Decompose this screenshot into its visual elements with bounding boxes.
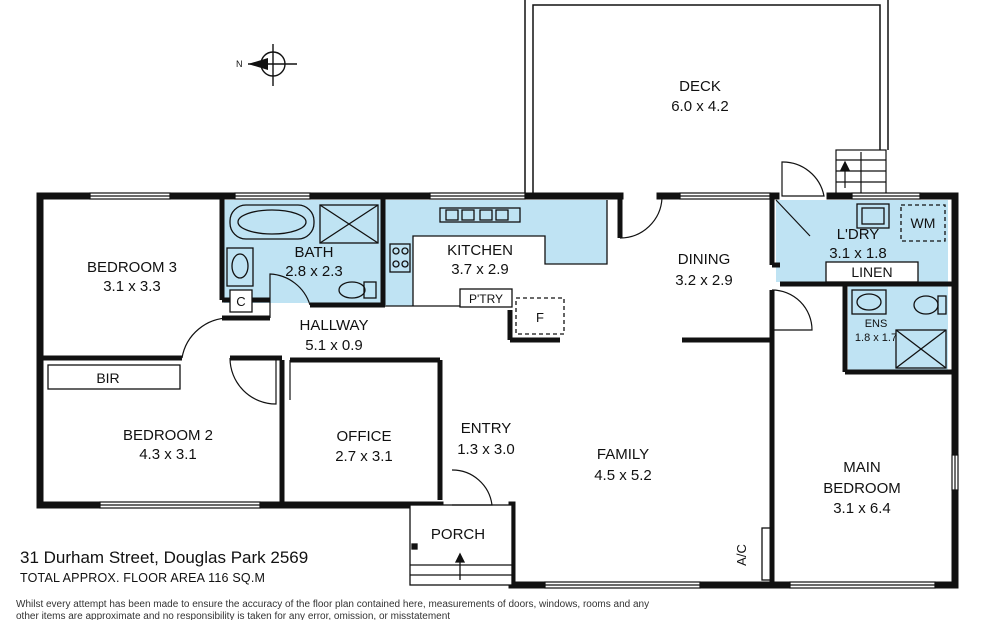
kitchen-bench-side-fill [385, 236, 413, 306]
fridge-label: F [536, 310, 544, 325]
hallway-size: 5.1 x 0.9 [305, 337, 363, 354]
bedroom2-name: BEDROOM 2 [123, 427, 213, 444]
cooktop [389, 243, 411, 273]
family-size: 4.5 x 5.2 [594, 467, 652, 484]
pantry-label: P'TRY [469, 292, 503, 306]
main-bedroom-name-2: BEDROOM [823, 480, 901, 497]
bir-label: BIR [96, 370, 119, 386]
bedroom3-name: BEDROOM 3 [87, 259, 177, 276]
ensuite-shower [895, 329, 947, 369]
laundry-size: 3.1 x 1.8 [829, 245, 887, 262]
deck-outline [524, 0, 889, 196]
dining-name: DINING [678, 251, 731, 268]
main-bedroom-size: 3.1 x 6.4 [833, 500, 891, 517]
bir-box [47, 364, 181, 390]
ensuite-size: 1.8 x 1.7 [855, 332, 897, 344]
family-name: FAMILY [597, 446, 649, 463]
office-size: 2.7 x 3.1 [335, 448, 393, 465]
linen-box [825, 261, 919, 283]
kitchen-name: KITCHEN [447, 242, 513, 259]
cupboard-label: C [236, 294, 245, 309]
bathtub [229, 204, 315, 240]
ensuite-name: ENS [865, 318, 888, 330]
porch-box [409, 504, 513, 586]
washing-machine [900, 204, 946, 242]
bedroom3-size: 3.1 x 3.3 [103, 278, 161, 295]
disclaimer: Whilst every attempt has been made to en… [16, 599, 650, 620]
compass-north-label: N [236, 59, 243, 69]
kitchen-size: 3.7 x 2.9 [451, 261, 509, 278]
laundry-name: L'DRY [837, 226, 880, 243]
entry-size: 1.3 x 3.0 [457, 441, 515, 458]
bath-size: 2.8 x 2.3 [285, 263, 343, 280]
compass: N [236, 44, 297, 86]
fixture-outlines [47, 200, 947, 586]
fridge-box [515, 297, 565, 335]
wm-label: WM [911, 215, 936, 231]
entry-name: ENTRY [461, 420, 512, 437]
aircon-label: A/C [734, 544, 749, 566]
bath-toilet [338, 281, 366, 299]
interior-walls [40, 196, 955, 585]
property-address: 31 Durham Street, Douglas Park 2569 [20, 548, 309, 567]
compass-arrow-icon [248, 58, 268, 70]
bedroom2-size: 4.3 x 3.1 [139, 446, 197, 463]
floor-area: TOTAL APPROX. FLOOR AREA 116 SQ.M [20, 571, 266, 585]
aircon-box [761, 527, 773, 581]
kitchen-island-fill [545, 236, 607, 264]
ensuite-vanity [851, 289, 887, 315]
laundry-tub [856, 203, 890, 229]
deck-size: 6.0 x 4.2 [671, 98, 729, 115]
pantry-box [459, 288, 513, 308]
main-bedroom-name-1: MAIN [843, 459, 881, 476]
office-name: OFFICE [337, 428, 392, 445]
cupboard-box [229, 289, 253, 313]
room-labels: DECK 6.0 x 4.2 BEDROOM 3 3.1 x 3.3 BATH … [87, 78, 901, 543]
deck-name: DECK [679, 78, 721, 95]
door-swings [181, 161, 825, 506]
linen-label: LINEN [851, 264, 892, 280]
windows [89, 192, 959, 589]
kitchen-sink [439, 207, 521, 223]
dining-size: 3.2 x 2.9 [675, 272, 733, 289]
fixture-labels: WM LINEN BIR P'TRY F C A/C [96, 215, 935, 566]
porch-name: PORCH [431, 526, 485, 543]
deck-steps [835, 149, 887, 195]
bath-vanity [226, 247, 254, 287]
bath-name: BATH [295, 244, 334, 261]
hallway-name: HALLWAY [300, 317, 369, 334]
